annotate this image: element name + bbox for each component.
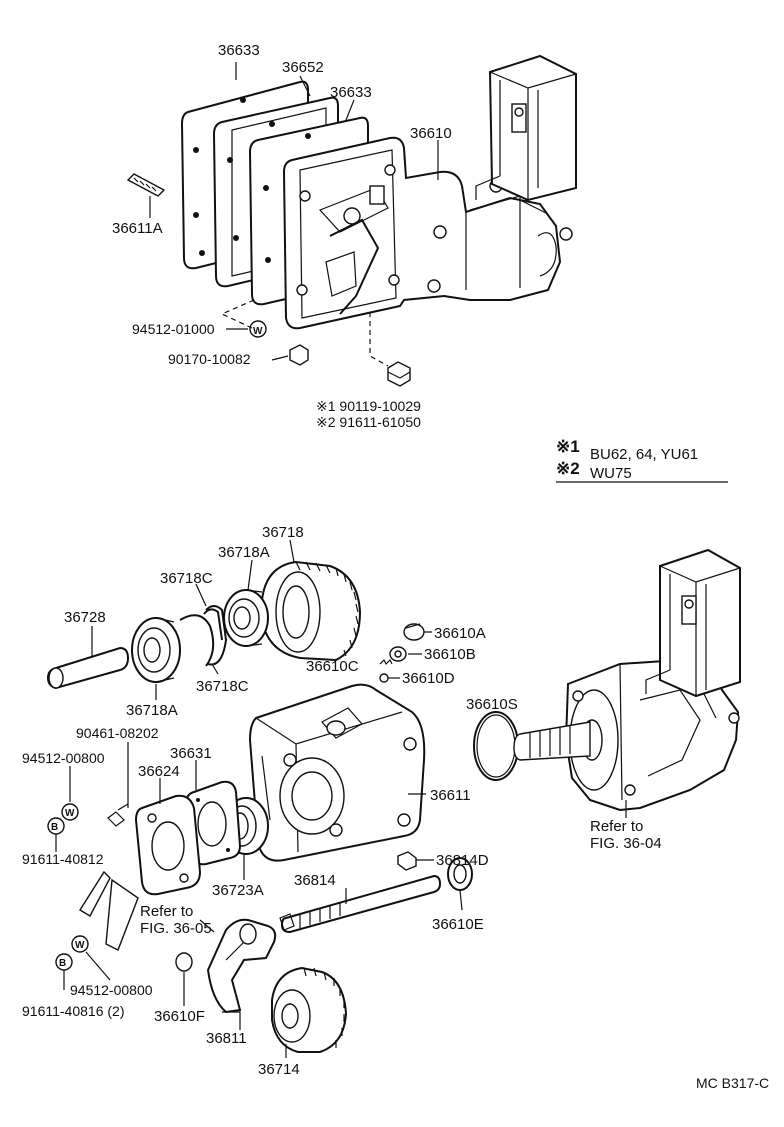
label-94512-01000: 94512-01000	[132, 321, 215, 337]
bolt-90119	[387, 361, 411, 387]
bolt-36814D	[397, 851, 417, 871]
nut-36610F	[175, 952, 193, 972]
marker-bolt-2: B	[59, 958, 66, 969]
refer-note-36-05-line2: FIG. 36-05	[140, 920, 212, 937]
legend-text-1: BU62, 64, YU61	[590, 446, 698, 463]
leader-36718C-bot	[211, 663, 219, 675]
guide-washer	[220, 299, 255, 329]
refer-note-36-05-line1: Refer to	[140, 903, 193, 920]
label-90461-08202: 90461-08202	[76, 725, 159, 741]
legend: ※1 BU62, 64, YU61 ※2 WU75	[556, 437, 728, 483]
washer-W-upper	[249, 320, 267, 338]
legend-mark-2: ※2	[556, 459, 580, 478]
label-36611A: 36611A	[112, 220, 163, 237]
label-36718C-top: 36718C	[160, 570, 213, 587]
shaft-36728	[46, 646, 130, 690]
fork-36811	[206, 918, 277, 1014]
gear-36718	[261, 560, 362, 662]
spring-36610C	[379, 658, 393, 666]
bracket	[79, 870, 139, 951]
leader-36633b	[345, 99, 355, 121]
refer-note-36-04-line2: FIG. 36-04	[590, 835, 662, 852]
label-36610S: 36610S	[466, 696, 518, 713]
washer-W-2	[71, 935, 89, 953]
washer-W-1	[61, 803, 79, 821]
leader-refer-36-05	[199, 919, 215, 933]
legend-text-2: WU75	[590, 465, 632, 482]
label-36633-front: 36633	[330, 84, 372, 101]
label-36610E: 36610E	[432, 916, 484, 933]
gasket-36631	[184, 780, 242, 866]
label-36610A: 36610A	[434, 625, 486, 642]
marker-washer-upper: W	[253, 326, 263, 337]
guide-bolt	[369, 312, 389, 367]
leader-36718A-top	[247, 559, 253, 591]
label-36631: 36631	[170, 745, 212, 762]
label-36610D: 36610D	[402, 670, 455, 687]
label-36610F: 36610F	[154, 1008, 205, 1025]
label-36718: 36718	[262, 524, 304, 541]
label-94512-00800-b: 94512-00800	[70, 982, 153, 998]
label-36814D: 36814D	[436, 852, 489, 869]
leader-36811	[222, 1011, 241, 1030]
washer-36610B	[389, 646, 407, 662]
leader-36652	[299, 75, 311, 97]
label-94512-00800-a: 94512-00800	[22, 750, 105, 766]
refer-note-36-04-line1: Refer to	[590, 818, 643, 835]
snap-ring-36718C-top	[203, 605, 228, 666]
solenoid-box-upper	[475, 54, 577, 202]
bearing-36718A-top	[223, 589, 269, 647]
nut-90170	[289, 344, 309, 366]
housing-36610	[282, 136, 573, 330]
label-91611-61050: ※2 91611-61050	[316, 414, 421, 430]
label-91611-40816: 91611-40816 (2)	[22, 1003, 124, 1019]
flange-36624	[134, 794, 202, 896]
cap-36610A	[403, 623, 425, 641]
label-36652: 36652	[282, 59, 324, 76]
label-36718A-top: 36718A	[218, 544, 270, 561]
label-36610: 36610	[410, 125, 452, 142]
marker-washer-1: W	[65, 808, 75, 819]
pump-assembly-lower	[513, 658, 740, 812]
leader-94512-00800b	[85, 951, 111, 981]
snap-ring-36718C-bottom	[179, 614, 215, 667]
gear-36714	[271, 966, 348, 1053]
stud-bolt-36611A	[126, 173, 166, 197]
leader-36718	[289, 539, 295, 563]
housing-36611	[248, 683, 426, 862]
label-36610B: 36610B	[424, 646, 476, 663]
ball-36610D	[379, 673, 389, 683]
label-36610C: 36610C	[306, 658, 359, 675]
legend-mark-1: ※1	[556, 437, 580, 456]
shaft-36814	[279, 874, 442, 934]
label-36814: 36814	[294, 872, 336, 889]
label-36624: 36624	[138, 763, 180, 780]
o-ring-36610S	[473, 711, 519, 781]
leader-36610E	[459, 889, 463, 911]
solenoid-box-lower	[645, 548, 741, 698]
label-36811: 36811	[206, 1030, 247, 1047]
marker-bolt-1: B	[51, 822, 58, 833]
leader-36718C-top	[195, 583, 207, 607]
diagram-code: MC B317-C	[696, 1075, 769, 1091]
marker-washer-2: W	[75, 940, 85, 951]
label-36611: 36611	[430, 787, 471, 804]
label-36728: 36728	[64, 609, 106, 626]
label-36714: 36714	[258, 1061, 300, 1078]
label-90170-10082: 90170-10082	[168, 351, 251, 367]
label-91611-40812: 91611-40812	[22, 851, 104, 867]
label-36718C-bot: 36718C	[196, 678, 249, 695]
label-36718A-bot: 36718A	[126, 702, 178, 719]
label-36723A: 36723A	[212, 882, 264, 899]
seal-36610E	[447, 857, 473, 891]
label-90119-10029: ※1 90119-10029	[316, 398, 421, 414]
bearing-36718A-bottom	[131, 617, 181, 683]
leader-90170	[271, 355, 289, 361]
clip-90461	[107, 803, 129, 827]
label-36633-back: 36633	[218, 42, 260, 59]
